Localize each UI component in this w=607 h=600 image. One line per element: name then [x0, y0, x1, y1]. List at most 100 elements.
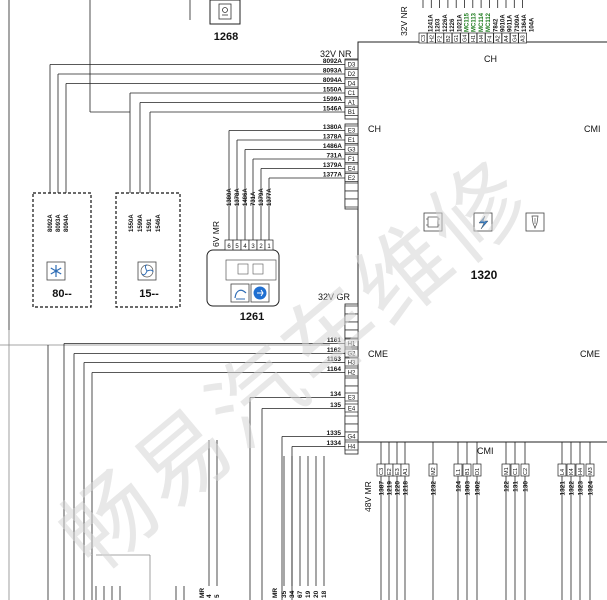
connector-pin-label: 2 [259, 244, 263, 250]
connector-pin-label: E3 [348, 396, 356, 402]
wire-label: 7309A [515, 14, 521, 32]
connector-pin-label: H4 [479, 35, 485, 42]
connector-pin-label: H3 [348, 361, 356, 367]
wire-label: 8092A [323, 58, 342, 65]
connector-pin [344, 182, 359, 192]
connector-pin-label: D2 [348, 72, 356, 78]
wire-label: 124 [456, 481, 463, 492]
connector-pin-label: K4 [569, 468, 575, 475]
wire-label: 1591 [147, 218, 153, 232]
connector-pin [344, 190, 359, 200]
connector-pin-label: A1 [403, 468, 409, 475]
wire-label: 8092A [48, 214, 54, 232]
connector-pin [344, 329, 359, 339]
wire-label: 1364A [522, 14, 528, 32]
wire-label: 8093A [56, 214, 62, 232]
connector-pin [344, 357, 359, 367]
connector-pin-label: C1 [348, 91, 356, 97]
wire-label: 1303 [465, 481, 472, 496]
wire-label: 1335 [327, 430, 342, 437]
wire-label: 20 [313, 590, 320, 598]
connector-pin-label: G4 [347, 435, 356, 441]
connector-pin-label: D4 [348, 82, 356, 88]
connector-pin [344, 59, 359, 69]
connector-pin [518, 32, 527, 44]
wire-label: 1163 [327, 356, 341, 363]
connector-pin [264, 239, 274, 251]
connector-pin-label: E1 [348, 138, 356, 144]
region-label-right-top: CMI [584, 124, 601, 134]
sensor-element [252, 263, 264, 275]
connector-pin-label: M3 [588, 467, 594, 475]
component-1261-number: 1261 [240, 311, 264, 323]
wire-label: 1387 [379, 481, 386, 496]
connector-pin-label: A2 [496, 35, 502, 42]
connector-pin-label: D1 [475, 468, 481, 475]
connector-pin-label: E2 [348, 176, 356, 182]
connector-left-32v-gr: 32V GR H11161G21162H31163H21164E3134E413… [63, 292, 359, 600]
connector-pin-label: 5 [235, 244, 239, 250]
wire-label: 1550A [129, 214, 135, 232]
connector-pin-label: E4 [348, 407, 356, 413]
wire-label: 1379A [323, 162, 342, 169]
wire-label: 104A [529, 17, 535, 32]
connector-pin-label: H4 [578, 468, 584, 475]
wire-label: 1162 [327, 347, 341, 354]
region-label-top: CH [484, 54, 497, 64]
connector-pin [344, 97, 359, 107]
connector-pin [344, 144, 359, 154]
wire-label: 1323 [578, 481, 585, 496]
connector-pin-label: E3 [395, 468, 401, 475]
component-1268[interactable]: 1268 [209, 0, 241, 43]
connector-pin-label: 4 [243, 244, 247, 250]
wire-label: 130 [523, 481, 530, 492]
component-1320[interactable]: CH CH CMI CME CME CMI 1320 [357, 41, 607, 456]
component-1261-connector-label: 6V MR [211, 221, 221, 247]
connector-left-nr-label: 32V NR [320, 49, 352, 59]
connector-pin-label: E4 [348, 167, 356, 173]
component-80-number: 80-- [52, 288, 72, 300]
wire-label: 1486A [243, 188, 249, 206]
connector-pin-label: F1 [348, 157, 356, 163]
wire-label: 1379A [259, 188, 265, 206]
connector-pin [344, 392, 359, 402]
wire-label: 9010A [501, 14, 507, 32]
wire-label: 34 [289, 590, 296, 598]
wire-label: 19 [305, 590, 312, 598]
wire-label: 1380A [227, 188, 233, 206]
connector-pin-label: G4 [463, 35, 469, 42]
connector-pin [344, 441, 359, 451]
connector-pin [344, 338, 359, 348]
connector-pin-label: E3 [348, 129, 356, 135]
wire-label: 8093A [323, 68, 342, 75]
region-label-left-mid: CME [368, 349, 388, 359]
wire-label: MC114 [479, 12, 485, 32]
relay-icon [218, 3, 232, 20]
connector-pin-label: F4 [487, 36, 493, 42]
connector-pin [344, 154, 359, 163]
wire-label: 1599A [323, 96, 342, 103]
cruise-control-icon [250, 283, 270, 303]
connector-pin [344, 431, 359, 441]
wire-label: 1550A [323, 87, 342, 94]
wire-label: 1220 [395, 481, 402, 496]
connector-bottom-label: 48V MR [363, 481, 373, 512]
connector-pin-label: M1 [504, 467, 510, 475]
wire-label: 1021A [457, 14, 463, 32]
connector-pin-label: L4 [560, 469, 566, 475]
region-label-right-mid: CME [580, 349, 600, 359]
connector-pin-label: A4 [504, 35, 510, 42]
connector-pin [344, 198, 359, 208]
wire-label: 1380A [323, 124, 342, 131]
snowflake-icon [46, 261, 66, 281]
connector-pin-label: G3 [347, 148, 356, 154]
wire-label: 1546A [156, 214, 162, 232]
connector-pin-label: M2 [431, 467, 437, 475]
wire-label: 1219 [387, 481, 394, 496]
